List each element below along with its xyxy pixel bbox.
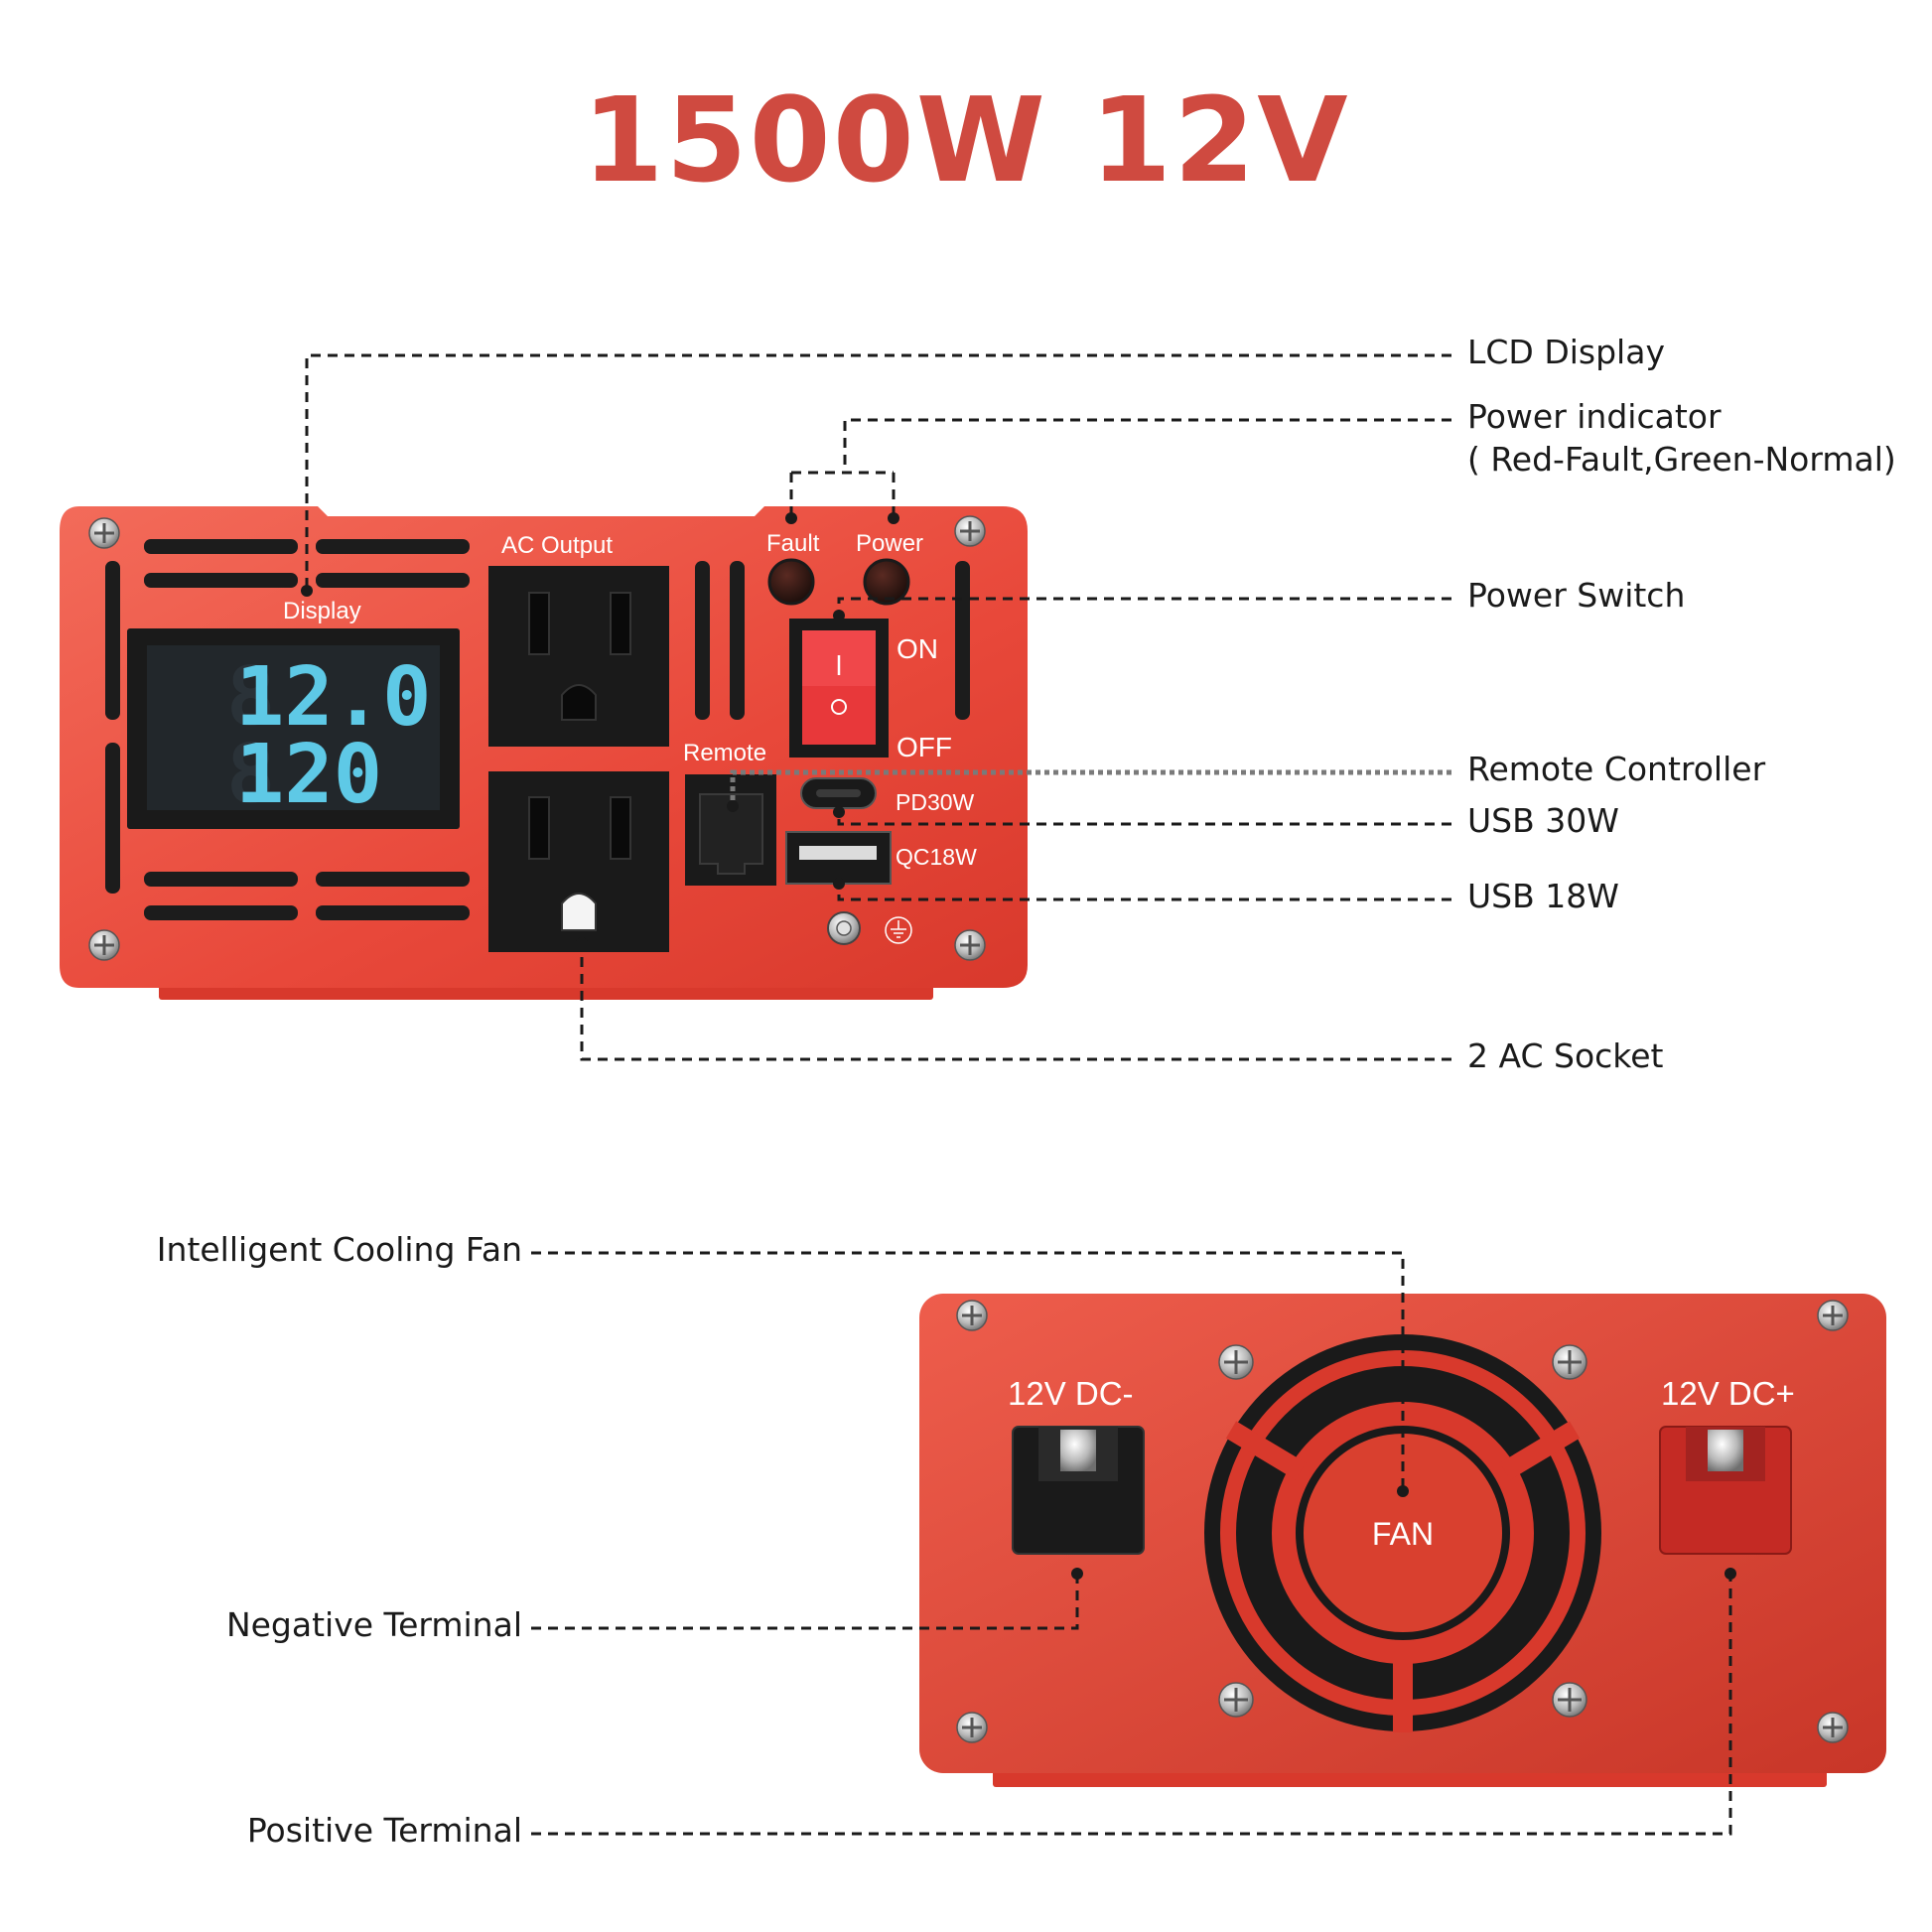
lcd-ghost-digit: 8 <box>226 650 275 745</box>
positive-terminal <box>1659 1426 1792 1555</box>
display-label: Display <box>283 598 361 624</box>
lcd-ghost-digit: 8 <box>226 728 275 822</box>
screw-icon <box>1552 1682 1587 1718</box>
screw-icon <box>88 517 120 549</box>
negative-terminal <box>1012 1426 1145 1555</box>
callout-power-indicator: Power indicator ( Red-Fault,Green-Normal… <box>1467 396 1896 482</box>
usb-a-port <box>785 831 892 885</box>
remote-label: Remote <box>683 740 766 766</box>
screw-icon <box>1817 1712 1849 1743</box>
callout-usb-18w: USB 18W <box>1467 877 1619 915</box>
power-label: Power <box>856 530 923 557</box>
screw-icon <box>1552 1344 1587 1380</box>
leader-lcd <box>305 353 1451 589</box>
fan-icon <box>1204 1334 1601 1732</box>
leader-indicator <box>789 418 1451 518</box>
callout-ac-socket: 2 AC Socket <box>1467 1036 1664 1075</box>
leader-neg <box>531 1576 1079 1630</box>
callout-positive-terminal: Positive Terminal <box>246 1811 522 1850</box>
leader-usb30 <box>837 812 1451 826</box>
leader-fan <box>531 1251 1405 1491</box>
switch-off-mark <box>831 699 847 715</box>
usb-c-port <box>800 777 877 809</box>
front-panel: 8 8 12.0 120 Display AC Output Remote Fa… <box>60 506 1028 1000</box>
callout-power-switch: Power Switch <box>1467 576 1686 615</box>
leader-remote <box>730 769 1451 804</box>
leader-ac <box>580 943 1451 1061</box>
ac-socket-top <box>488 566 669 747</box>
screw-icon <box>954 929 986 961</box>
callout-power-indicator-sub: ( Red-Fault,Green-Normal) <box>1467 439 1896 479</box>
screw-icon <box>1817 1300 1849 1331</box>
screw-icon <box>956 1712 988 1743</box>
screw-icon <box>956 1300 988 1331</box>
callout-lcd-display: LCD Display <box>1467 333 1665 371</box>
screw-icon <box>1218 1682 1254 1718</box>
fan-label: FAN <box>1372 1516 1434 1552</box>
fault-label: Fault <box>766 530 820 557</box>
negative-terminal-label: 12V DC- <box>1008 1375 1134 1412</box>
fault-led <box>767 558 815 606</box>
positive-terminal-label: 12V DC+ <box>1661 1375 1795 1412</box>
callout-power-indicator-title: Power indicator <box>1467 397 1722 436</box>
callout-remote-controller: Remote Controller <box>1467 750 1766 788</box>
off-label: OFF <box>897 732 952 762</box>
remote-port <box>685 774 776 886</box>
power-switch[interactable] <box>789 619 889 758</box>
on-label: ON <box>897 633 938 664</box>
leader-dots <box>301 512 899 949</box>
power-led <box>863 558 910 606</box>
lcd-output-voltage: 120 <box>235 728 382 822</box>
vent-slots <box>105 539 970 920</box>
back-panel: FAN 12V DC- 12V DC+ <box>919 1294 1886 1787</box>
ac-socket-bottom <box>488 771 669 952</box>
callout-usb-30w: USB 30W <box>1467 801 1619 840</box>
lcd-input-voltage: 12.0 <box>235 650 431 745</box>
leader-pos <box>531 1576 1732 1836</box>
back-leader-dots <box>1071 1485 1736 1580</box>
leader-usb18 <box>837 884 1451 901</box>
lcd-display: 8 8 12.0 120 <box>127 628 460 829</box>
screw-icon <box>954 515 986 547</box>
callout-negative-terminal: Negative Terminal <box>225 1605 522 1644</box>
back-leader-lines <box>531 1251 1732 1836</box>
page-title: 1500W 12V <box>582 71 1350 208</box>
pd-label: PD30W <box>896 789 975 815</box>
screw-icon <box>88 929 120 961</box>
ground-terminal <box>827 911 861 945</box>
screw-icon <box>1218 1344 1254 1380</box>
ac-output-label: AC Output <box>501 532 613 559</box>
ground-icon <box>885 916 912 944</box>
qc-label: QC18W <box>896 844 977 870</box>
callout-cooling-fan: Intelligent Cooling Fan <box>156 1230 522 1269</box>
